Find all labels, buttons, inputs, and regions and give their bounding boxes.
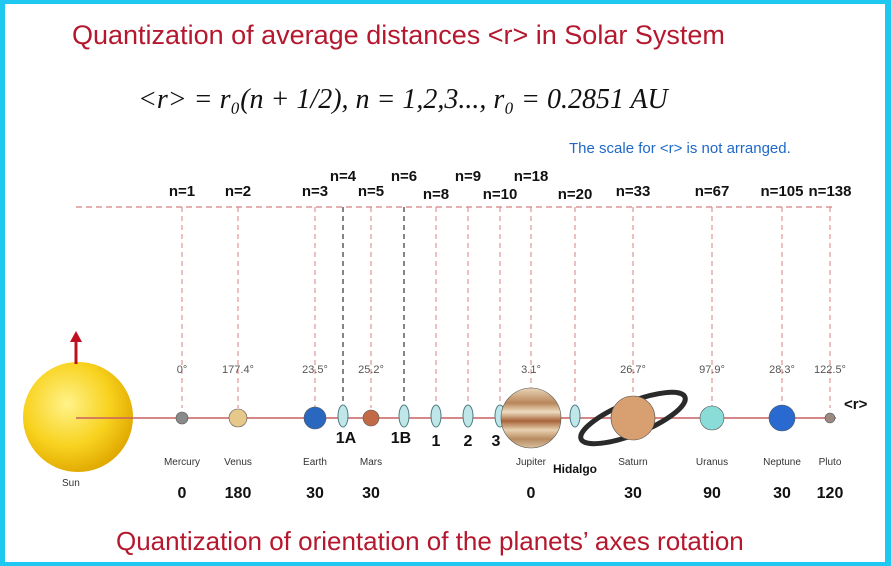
asteroid-ring-label: 1 [431,433,441,450]
planet-name: Pluto [818,457,842,468]
planet-mercury [175,411,189,425]
planet-uranus [699,405,725,431]
asteroid-ring-label: 1A [335,430,357,447]
n-label: n=9 [454,168,482,185]
asteroid-ring-label: 2 [463,433,473,450]
asteroid-ring [398,404,410,428]
sun-label: Sun [62,478,80,489]
axial-tilt-label: 3.1° [521,364,541,376]
asteroid-ring [569,404,581,428]
orientation-value: 120 [816,485,844,502]
footer-title: Quantization of orientation of the plane… [116,526,744,556]
orientation-value: 0 [526,485,536,502]
n-label: n=8 [422,186,450,203]
planet-name: Mercury [163,457,201,468]
axial-tilt-label: 26.7° [620,364,646,376]
hidalgo-label: Hidalgo [553,462,597,476]
n-label: n=5 [357,183,385,200]
planet-name: Saturn [618,457,648,468]
diagram-frame [5,4,885,562]
axial-tilt-label: 23.5° [302,364,328,376]
planet-name: Jupiter [515,457,547,468]
n-label: n=138 [808,183,852,200]
orientation-value: 30 [624,485,642,502]
diagram-title: Quantization of average distances <r> in… [72,20,725,50]
n-label: n=4 [329,168,357,185]
scale-note: The scale for <r> is not arranged. [569,140,791,157]
n-dashed-lines [181,207,831,408]
n-label: n=10 [482,186,518,203]
planet-name: Mars [359,457,383,468]
planet-name: Uranus [695,457,729,468]
planet-neptune [768,404,796,432]
asteroid-ring-label: 1B [390,430,412,447]
n-label: n=105 [760,183,804,200]
planet-earth [303,406,327,430]
planet-name: Neptune [763,457,801,468]
axial-tilt-label: 0° [176,364,188,376]
asteroid-ring [430,404,442,428]
planet-saturn [610,395,656,441]
planet-name: Earth [303,457,327,468]
orientation-value: 0 [177,485,187,502]
n-label: n=20 [557,186,593,203]
n-label: n=3 [301,183,329,200]
planet-venus [228,408,248,428]
axis-label: <r> [844,396,868,413]
n-label: n=1 [168,183,196,200]
sun [23,362,133,472]
planet-jupiter [500,387,562,449]
n-label: n=6 [390,168,418,185]
planets [175,387,836,449]
n-label: n=67 [694,183,730,200]
planet-pluto [824,412,836,424]
asteroid-ring-label: 3 [491,433,501,450]
planet-name: Venus [224,457,252,468]
axial-tilt-label: 28.3° [769,364,795,376]
axial-tilt-label: 97.9° [699,364,725,376]
asteroid-ring [462,404,474,428]
axial-tilt-label: 122.5° [814,364,846,376]
n-label: n=18 [513,168,549,185]
planet-mars [362,409,380,427]
n-label: n=2 [224,183,252,200]
orientation-value: 90 [703,485,721,502]
axial-tilt-label: 25.2° [358,364,384,376]
orientation-value: 30 [306,485,324,502]
n-label: n=33 [615,183,651,200]
sun-arrow-head-icon [70,331,82,342]
orientation-value: 180 [224,485,252,502]
orientation-value: 30 [773,485,791,502]
asteroid-ring [337,404,349,428]
axial-tilt-label: 177.4° [222,364,254,376]
quantization-formula: <r> = r₀(n + 1/2), n = 1,2,3..., r₀ = 0.… [138,84,668,115]
orientation-value: 30 [362,485,380,502]
